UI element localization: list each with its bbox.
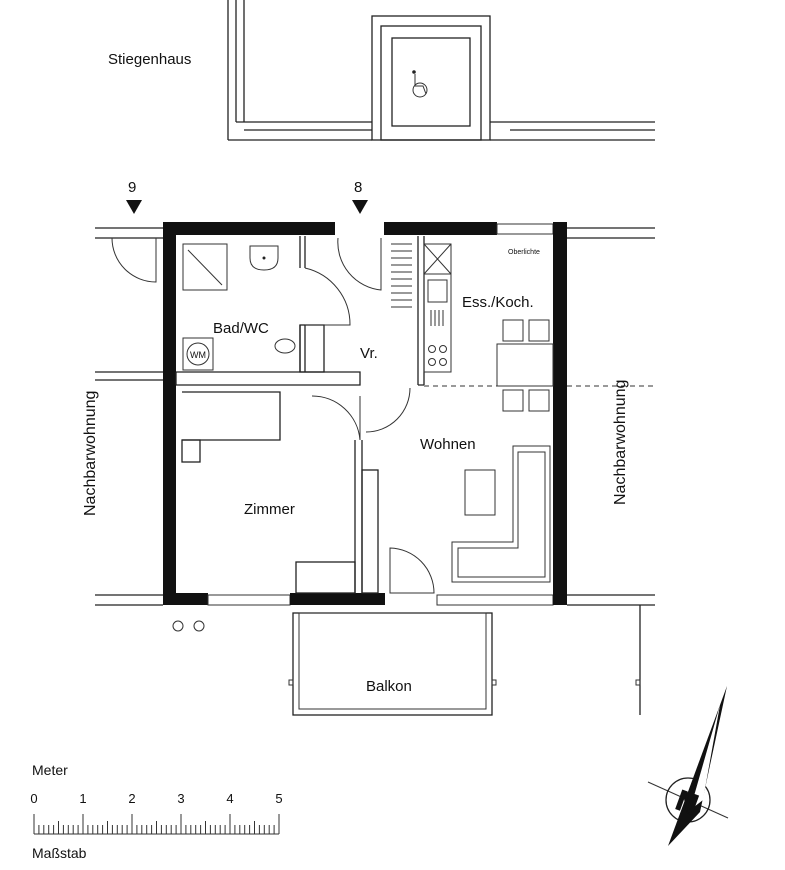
- doors: [304, 237, 435, 594]
- stairwell-label: Stiegenhaus: [108, 51, 191, 68]
- neighbor-label-left: Nachbarwohnung: [82, 391, 99, 516]
- bathroom-fixtures: WM: [182, 243, 296, 371]
- neighbor-label-right: Nachbarwohnung: [612, 380, 629, 505]
- room-label-balcony: Balkon: [366, 678, 412, 695]
- room-label-kitchen: Ess./Koch.: [462, 294, 534, 311]
- wheelchair-icon: [412, 70, 428, 98]
- svg-text:9: 9: [128, 179, 136, 196]
- room-label-hallway: Vr.: [360, 345, 378, 362]
- scale-tick-1: 1: [79, 791, 86, 806]
- outer-walls: [163, 222, 567, 606]
- skylight-label: Oberlichte: [508, 249, 540, 256]
- entrance-marker-8: 8: [352, 179, 368, 214]
- balcony: Balkon: [288, 612, 641, 716]
- scale-tick-2: 2: [128, 791, 135, 806]
- wardrobe-rack: [391, 243, 412, 308]
- compass-letter: N: [672, 784, 702, 820]
- scale-tick-5: 5: [275, 791, 282, 806]
- north-arrow-icon: N: [647, 686, 729, 846]
- living-furniture: [451, 445, 551, 583]
- entrance-marker-9: 9: [126, 179, 142, 214]
- scale-bar: Meter 0 1 2 3 4 5 Maßstab: [30, 762, 282, 861]
- stairwell-area: Stiegenhaus: [108, 0, 655, 141]
- room-label-living: Wohnen: [420, 436, 476, 453]
- washing-machine-label: WM: [190, 350, 206, 360]
- scale-tick-4: 4: [226, 791, 233, 806]
- scale-tick-0: 0: [30, 791, 37, 806]
- room-label-bathroom: Bad/WC: [213, 320, 269, 337]
- scale-caption: Maßstab: [32, 845, 87, 861]
- kitchen-fixtures: [423, 243, 554, 412]
- room-label-room: Zimmer: [244, 501, 295, 518]
- scale-tick-3: 3: [177, 791, 184, 806]
- interior-walls: [175, 236, 553, 594]
- scale-unit-label: Meter: [32, 762, 68, 778]
- svg-text:8: 8: [354, 179, 362, 196]
